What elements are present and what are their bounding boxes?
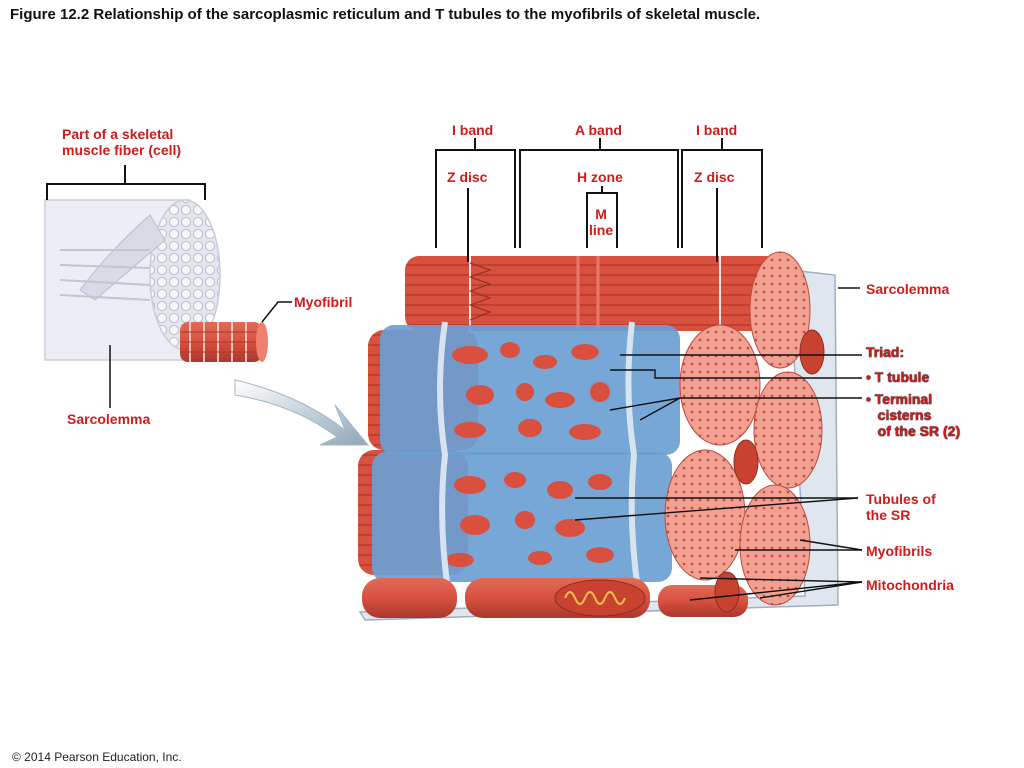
sarcolemma-right-label: Sarcolemma — [866, 281, 950, 297]
h-zone-label: H zone — [577, 169, 623, 185]
i-band-left-label: I band — [452, 122, 494, 138]
terminal-cisterns-label: • Terminal cisterns of the SR (2) — [866, 391, 961, 439]
t-tubule-label: • T tubule — [866, 369, 930, 385]
myofibril-leader — [261, 301, 292, 323]
triad-label: Triad: — [866, 344, 905, 360]
z-disc-right-label: Z disc — [694, 169, 735, 185]
fiber-part-label: Part of a skeletal muscle fiber (cell) — [62, 126, 182, 158]
sarcolemma-left-label: Sarcolemma — [67, 411, 151, 427]
sarcomere-block — [358, 251, 839, 621]
myofibrils-label: Myofibrils — [866, 543, 933, 559]
myofibril-label: Myofibril — [294, 294, 353, 310]
a-band-label: A band — [575, 122, 622, 138]
z-disc-left-label: Z disc — [447, 169, 488, 185]
mitochondria-label: Mitochondria — [866, 577, 954, 593]
copyright: © 2014 Pearson Education, Inc. — [12, 750, 182, 764]
curved-arrow — [234, 379, 370, 446]
tubules-sr-label: Tubules of the SR — [866, 491, 936, 523]
band-brackets — [435, 138, 763, 262]
leader-lines — [574, 287, 863, 601]
i-band-right-label: I band — [696, 122, 738, 138]
muscle-fiber-illustration — [44, 199, 268, 362]
fiber-bracket — [46, 165, 206, 200]
m-line-label: M line — [589, 206, 614, 238]
figure-title: Figure 12.2 Relationship of the sarcopla… — [10, 6, 761, 23]
